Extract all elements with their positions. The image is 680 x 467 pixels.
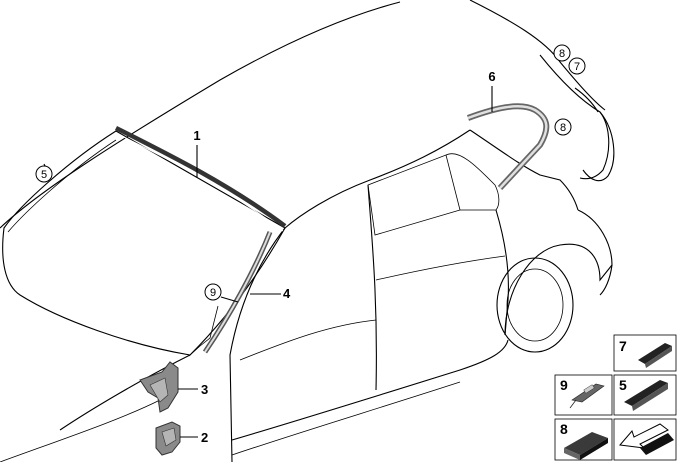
kit-cell-7: 7 [613,334,677,372]
clip-icon [569,383,605,409]
rear-side-window-trim [466,103,550,191]
callout-circle-8-top: 8 [553,44,571,62]
callout-4: 4 [283,286,291,301]
a-pillar-trim-strip [202,231,273,354]
kit-number-9: 9 [560,377,568,393]
kit-number-8: 8 [560,421,568,437]
kit-cell-9: 9 [554,374,613,416]
callout-circle-5: 5 [35,165,53,183]
callout-1: 1 [193,128,200,143]
leader-lines [43,86,493,438]
callout-9: 9 [210,287,216,299]
windscreen-upper-seal [114,125,287,232]
callout-5: 5 [41,169,47,181]
car-body-outline [0,0,615,463]
arrow-icon [619,423,674,455]
callout-6: 6 [488,69,495,84]
bracket-part-3 [139,361,179,413]
pad-icon [564,432,608,460]
callout-8-top: 8 [559,48,565,60]
kit-cell-5: 5 [613,374,677,416]
seal-strip-icon [638,343,672,368]
kit-number-5: 5 [619,377,627,393]
bracket-part-2 [155,421,181,456]
callout-7: 7 [574,61,580,73]
callout-circle-9: 9 [204,283,222,301]
callout-circle-7: 7 [568,57,586,75]
callout-2: 2 [201,430,208,445]
seal-strip-icon [624,380,668,411]
kit-cell-arrow [613,418,677,461]
kit-cell-8: 8 [554,418,613,461]
callout-8-right: 8 [560,122,566,134]
kit-number-7: 7 [619,338,627,354]
kit-panel: 7 9 5 8 [554,334,677,461]
callout-3: 3 [201,382,208,397]
callouts: 1 6 4 3 2 5 9 8 7 8 [35,44,586,445]
callout-circle-8-right: 8 [554,118,572,136]
